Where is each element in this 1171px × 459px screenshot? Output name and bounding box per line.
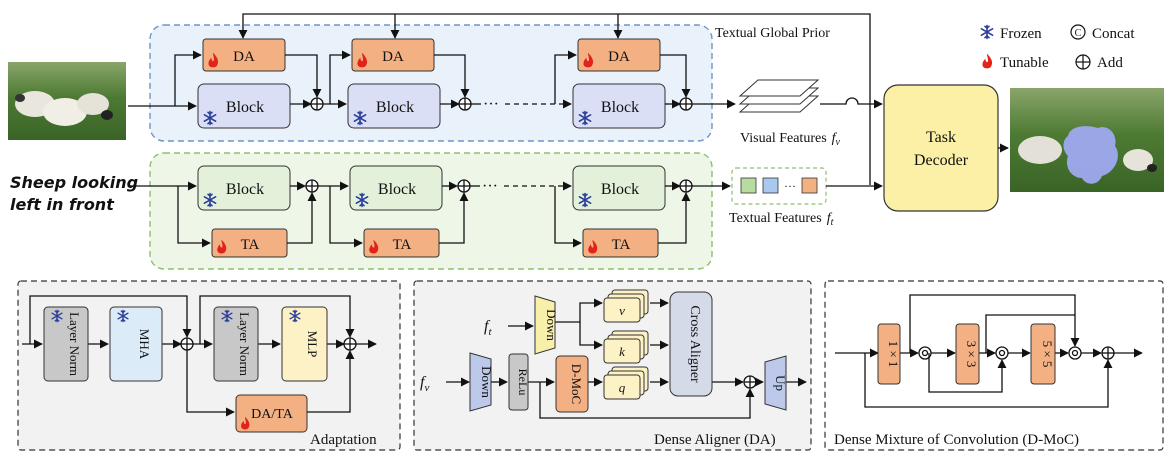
frozen-icon bbox=[980, 24, 994, 40]
add-icon bbox=[1075, 54, 1091, 70]
visual-block-3 bbox=[572, 83, 666, 129]
layer-norm-box-2 bbox=[213, 306, 259, 382]
mlp-box bbox=[281, 306, 328, 382]
ft-label: ft bbox=[484, 318, 492, 338]
textual-features: ··· bbox=[731, 167, 827, 205]
text-input-line2: left in front bbox=[10, 195, 115, 214]
tunable-icon bbox=[982, 53, 993, 69]
text-block-2 bbox=[349, 165, 443, 211]
legend-concat: Concat bbox=[1092, 26, 1135, 42]
k-stack bbox=[603, 330, 649, 364]
cross-aligner-box bbox=[669, 291, 713, 397]
relu-label: ReLu bbox=[516, 369, 530, 396]
dense-aligner-wiring bbox=[446, 298, 807, 419]
adaptation-wiring bbox=[22, 295, 377, 417]
ta-label-1: TA bbox=[241, 237, 260, 253]
text-block-label-3: Block bbox=[601, 181, 639, 198]
ta-label-3: TA bbox=[612, 237, 631, 253]
legend-add: Add bbox=[1097, 55, 1123, 71]
down-projection-top bbox=[534, 295, 556, 355]
layer-norm-label-1: Layer Norm bbox=[67, 312, 82, 376]
dense-aligner-caption: Dense Aligner (DA) bbox=[654, 432, 776, 448]
concat-icon: C bbox=[1070, 24, 1086, 40]
visual-features-stack bbox=[738, 79, 820, 113]
up-projection bbox=[764, 355, 787, 411]
text-ta-modules: TA TA TA bbox=[211, 228, 659, 258]
k-label: k bbox=[619, 344, 625, 359]
q-label: q bbox=[619, 380, 626, 395]
task-decoder bbox=[883, 84, 999, 212]
visual-to-decoder-wire bbox=[820, 97, 883, 109]
da-ta-label: DA/TA bbox=[251, 407, 294, 422]
text-blocks: Block Block Block bbox=[197, 165, 666, 211]
q-stack bbox=[603, 366, 649, 400]
dmoc-box bbox=[555, 355, 589, 413]
conv3x3-box bbox=[955, 323, 980, 385]
visual-blocks: Block Block Block bbox=[197, 83, 666, 129]
da-label-1: DA bbox=[233, 49, 255, 65]
text-ellipsis: ··· bbox=[482, 178, 498, 195]
conv1x1-box bbox=[877, 323, 901, 385]
da-label-2: DA bbox=[382, 49, 404, 65]
dmoc-label: D-MoC bbox=[569, 364, 584, 404]
visual-branch-wiring bbox=[128, 50, 736, 111]
svg-text:C: C bbox=[1075, 28, 1082, 39]
global-prior-label: Textual Global Prior bbox=[715, 26, 830, 41]
text-block-label-1: Block bbox=[226, 181, 264, 198]
layer-norm-label-2: Layer Norm bbox=[237, 312, 252, 376]
svg-text:···: ··· bbox=[784, 179, 796, 193]
text-block-3 bbox=[572, 165, 666, 211]
da-ta-box bbox=[235, 394, 308, 433]
mha-label: MHA bbox=[137, 329, 152, 360]
relu-box bbox=[508, 353, 529, 411]
down-top-label: Down bbox=[544, 309, 559, 341]
adaptation-caption: Adaptation bbox=[310, 432, 377, 448]
adaptation-modules: Layer Norm MHA Layer Norm MLP DA/TA bbox=[43, 306, 328, 433]
dense-aligner-modules: ft fv Down Down ReLu D-MoC v k q Cross bbox=[420, 289, 788, 413]
cross-aligner-label: Cross Aligner bbox=[687, 305, 702, 383]
output-segmentation-image bbox=[1010, 88, 1164, 192]
text-input-line1: Sheep looking bbox=[10, 173, 138, 192]
task-decoder-line1: Task bbox=[926, 129, 956, 146]
task-decoder-line2: Decoder bbox=[914, 152, 969, 169]
input-sheep-image bbox=[8, 62, 126, 140]
visual-ellipsis: ··· bbox=[483, 96, 499, 113]
dmoc-panel bbox=[824, 280, 1164, 451]
visual-da-modules: DA DA DA bbox=[202, 38, 661, 72]
text-block-label-2: Block bbox=[378, 181, 416, 198]
dmoc-wiring bbox=[835, 294, 1143, 408]
legend-tunable: Tunable bbox=[1000, 55, 1049, 71]
visual-block-2 bbox=[347, 83, 441, 129]
text-block-1 bbox=[197, 165, 291, 211]
conv1x1-label: 1 × 1 bbox=[886, 341, 901, 368]
legend: Frozen C Concat Tunable Add bbox=[980, 24, 1135, 71]
visual-block-1 bbox=[197, 83, 291, 129]
v-label: v bbox=[619, 303, 625, 318]
up-label: Up bbox=[773, 375, 788, 391]
legend-frozen: Frozen bbox=[1000, 26, 1042, 42]
layer-norm-box-1 bbox=[43, 306, 89, 382]
conv3x3-label: 3 × 3 bbox=[964, 341, 979, 368]
text-branch-wiring bbox=[128, 179, 731, 248]
fv-label: fv bbox=[420, 374, 429, 394]
dmoc-modules: 1 × 1 3 × 3 5 × 5 bbox=[877, 323, 1056, 385]
visual-block-label-2: Block bbox=[376, 99, 414, 116]
mha-box bbox=[109, 306, 163, 382]
conv5x5-box bbox=[1030, 323, 1056, 385]
mlp-label: MLP bbox=[305, 331, 320, 358]
da-label-3: DA bbox=[608, 49, 630, 65]
v-stack bbox=[603, 289, 649, 323]
conv5x5-label: 5 × 5 bbox=[1040, 341, 1055, 368]
visual-block-label-1: Block bbox=[226, 99, 264, 116]
visual-block-label-3: Block bbox=[601, 99, 639, 116]
dmoc-caption: Dense Mixture of Convolution (D-MoC) bbox=[834, 432, 1079, 448]
ta-label-2: TA bbox=[393, 237, 412, 253]
down-bottom-label: Down bbox=[479, 366, 494, 398]
global-prior-routing bbox=[238, 13, 871, 185]
down-projection-bottom bbox=[469, 352, 492, 412]
